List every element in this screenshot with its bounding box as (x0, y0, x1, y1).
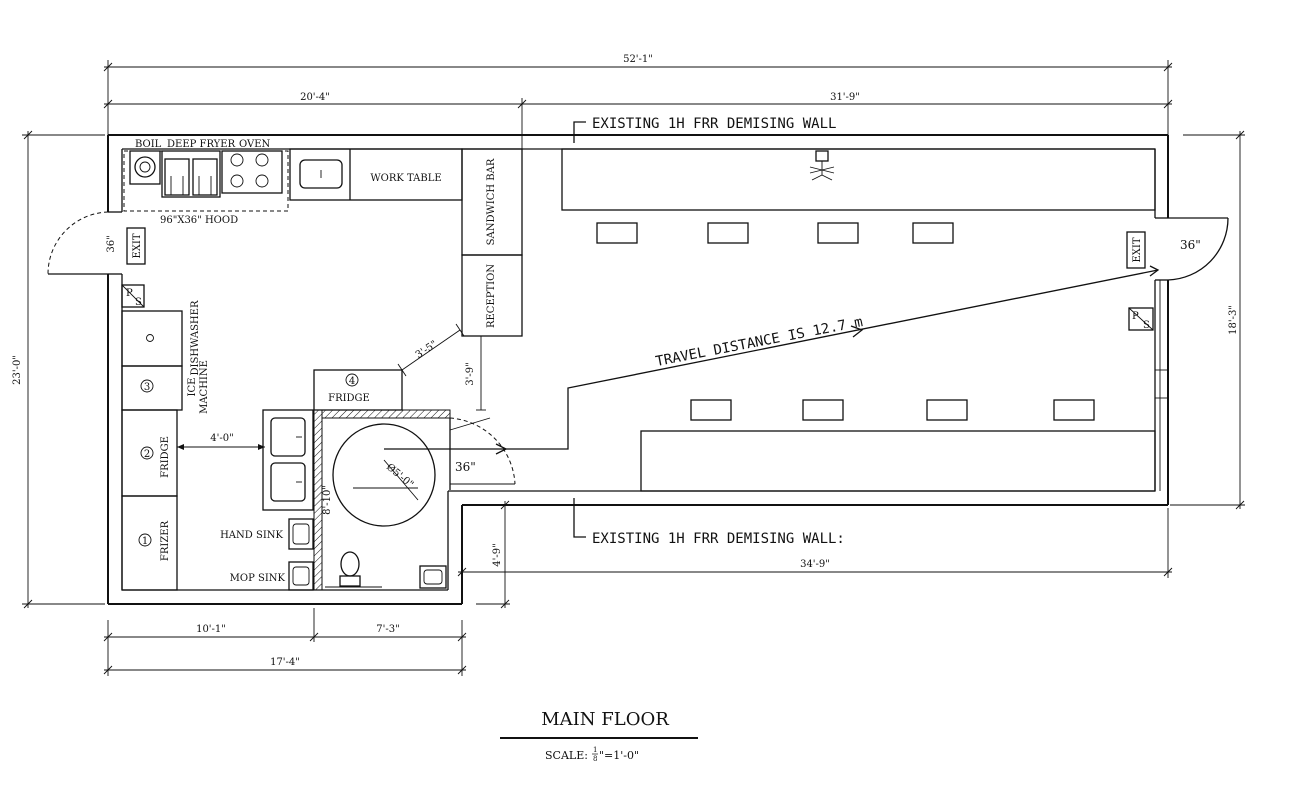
prep-counter: WORK TABLE (289, 148, 463, 201)
hood-label: 96"X36" HOOD (160, 215, 238, 226)
svg-text:P: P (1132, 311, 1139, 322)
svg-text:1: 1 (142, 536, 148, 547)
svg-text:10'-1": 10'-1" (196, 624, 226, 635)
title-block: MAIN FLOOR SCALE: 1 8 "=1'-0" (500, 709, 698, 763)
dimension-bottom-left: 10'-1" 7'-3" 17'-4" (103, 608, 467, 676)
right-width-label: 31'-9" (830, 92, 860, 103)
scale-suffix: "=1'-0" (599, 749, 639, 762)
ps-box-right: P S (1128, 307, 1154, 331)
mop-sink: MOP SINK (230, 561, 314, 591)
bottom-banquette (640, 430, 1156, 492)
left-door-width: 36" (106, 235, 117, 252)
svg-text:S: S (1143, 320, 1150, 331)
travel-distance-label: TRAVEL DISTANCE IS 12.7 m (654, 314, 864, 370)
restroom: Ø5'-0" 8'-10" (322, 418, 451, 589)
drawing-title: MAIN FLOOR (541, 709, 669, 730)
sprinkler-icon (809, 150, 835, 181)
dimension-left-width: 20'-4" 31'-9" (103, 92, 1173, 150)
tables-row-bottom (690, 399, 1095, 421)
right-height-label: 18'-3" (1228, 305, 1239, 335)
svg-text:7'-3": 7'-3" (376, 624, 399, 635)
svg-text:36": 36" (455, 460, 476, 474)
svg-text:SANDWICH BAR: SANDWICH BAR (486, 158, 497, 245)
right-door-width: 36" (1180, 238, 1201, 252)
sinks-block (262, 409, 314, 511)
exit-sign-right: EXIT (1126, 231, 1146, 269)
freezer-1: 1 FRIZER (121, 495, 178, 591)
svg-text:MACHINE: MACHINE (199, 360, 210, 414)
svg-text:DEEP FRYER: DEEP FRYER (167, 139, 236, 150)
restroom-door: 36" (449, 417, 516, 490)
hand-sink: HAND SINK (220, 518, 314, 550)
overall-height-label: 23'-0" (12, 355, 23, 385)
svg-text:HAND SINK: HAND SINK (220, 530, 283, 541)
travel-path: TRAVEL DISTANCE IS 12.7 m (384, 265, 1160, 455)
svg-text:MOP SINK: MOP SINK (230, 573, 286, 584)
svg-text:17'-4": 17'-4" (270, 657, 300, 668)
exit-sign-left: EXIT (126, 227, 146, 265)
svg-text:ICE: ICE (187, 378, 198, 397)
svg-text:3: 3 (144, 382, 150, 393)
fridge-4: 4 FRIDGE (313, 369, 403, 411)
svg-text:EXISTING 1H FRR DEMISING WALL:: EXISTING 1H FRR DEMISING WALL: (592, 531, 845, 547)
svg-text:FRIDGE: FRIDGE (328, 393, 370, 404)
right-exit-door: 36" (1167, 217, 1229, 281)
turning-circle-label: Ø5'-0" (384, 462, 415, 491)
svg-text:RECEPTION: RECEPTION (486, 264, 497, 328)
scale-denominator: 8 (593, 755, 597, 763)
svg-text:8'-10": 8'-10" (322, 485, 333, 515)
svg-text:P: P (126, 288, 133, 299)
svg-text:4'-0": 4'-0" (210, 433, 233, 444)
svg-text:3'-9": 3'-9" (465, 362, 476, 385)
cooking-line: BOIL DEEP FRYER OVEN 96"X36" HOOD (123, 139, 289, 226)
left-width-label: 20'-4" (300, 92, 330, 103)
demising-wall-bottom: EXISTING 1H FRR DEMISING WALL: (573, 498, 845, 547)
svg-text:EXIT: EXIT (1132, 237, 1143, 262)
clearance-4ft: 4'-0" (177, 433, 265, 450)
svg-text:3'-5": 3'-5" (414, 339, 440, 361)
ps-box-left: P S (121, 284, 145, 308)
dimension-right-height: 18'-3" (1170, 130, 1245, 510)
svg-text:4: 4 (349, 376, 355, 387)
dimension-bottom-right: 34'-9" (457, 508, 1173, 578)
tables-row-top (596, 222, 954, 244)
left-exit-door: 36" (47, 211, 117, 275)
dishwasher: DISHWASHER (121, 300, 201, 375)
svg-text:FRIDGE: FRIDGE (160, 436, 171, 478)
sandwich-bar: SANDWICH BAR (461, 148, 523, 256)
clearance-reception: 3'-9" (465, 335, 486, 411)
svg-text:FRIZER: FRIZER (160, 520, 171, 561)
clearance-diagonal: 3'-5" (397, 323, 465, 377)
dimension-overall-height: 23'-0" (12, 130, 105, 609)
svg-text:EXISTING 1H FRR DEMISING WALL: EXISTING 1H FRR DEMISING WALL (592, 116, 836, 132)
svg-text:34'-9": 34'-9" (800, 559, 830, 570)
overall-width-label: 52'-1" (623, 54, 653, 65)
svg-text:4'-9": 4'-9" (492, 543, 503, 566)
svg-text:EXIT: EXIT (132, 233, 143, 258)
svg-text:BOIL: BOIL (135, 139, 162, 150)
svg-text:2: 2 (144, 449, 150, 460)
restroom-walls (313, 409, 451, 591)
top-banquette (561, 148, 1156, 211)
fridge-2: 2 FRIDGE (121, 409, 178, 497)
demising-wall-top: EXISTING 1H FRR DEMISING WALL (573, 116, 836, 143)
svg-text:OVEN: OVEN (239, 139, 271, 150)
svg-text:DISHWASHER: DISHWASHER (190, 300, 201, 375)
svg-text:S: S (135, 297, 142, 308)
scale-numerator: 1 (593, 746, 597, 754)
reception-counter: RECEPTION (461, 254, 523, 337)
work-table-label: WORK TABLE (370, 173, 441, 184)
dimension-notch: 4'-9" (476, 500, 510, 609)
scale-prefix: SCALE: (545, 749, 588, 762)
